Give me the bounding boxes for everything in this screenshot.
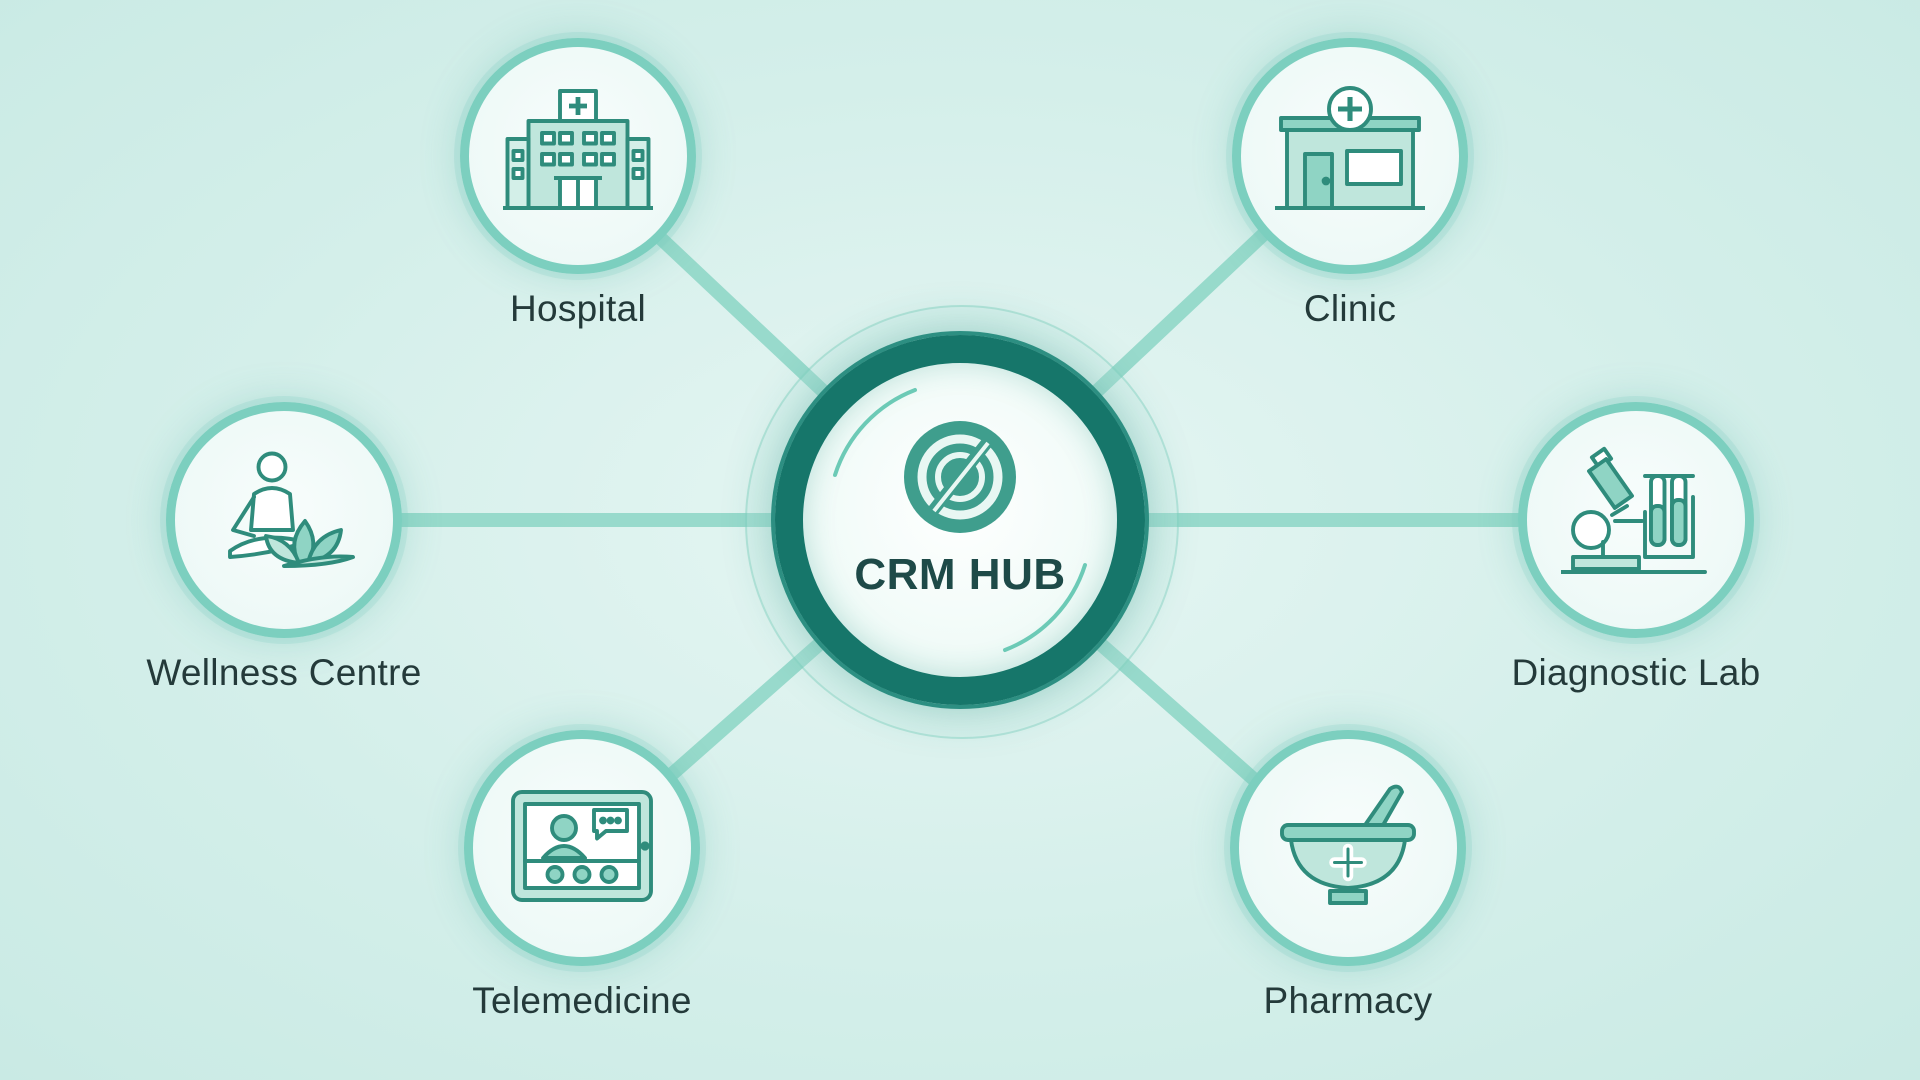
crm-logo-icon xyxy=(904,421,1016,533)
node-diagnostic-lab[interactable] xyxy=(1518,402,1754,638)
node-clinic[interactable] xyxy=(1232,38,1468,274)
hub-inner-arcs xyxy=(833,388,1087,652)
node-pharmacy[interactable] xyxy=(1230,730,1466,966)
hospital-icon xyxy=(503,79,653,234)
node-label-wellness-centre: Wellness Centre xyxy=(146,652,422,693)
wellness-icon xyxy=(209,443,359,598)
node-wellness-centre[interactable] xyxy=(166,402,402,638)
telemedicine-icon xyxy=(507,771,657,926)
node-label-diagnostic-lab: Diagnostic Lab xyxy=(1511,652,1761,693)
hub-title: CRM HUB xyxy=(854,550,1066,599)
node-label-clinic: Clinic xyxy=(1303,288,1397,329)
microscope-icon xyxy=(1559,443,1711,598)
node-hospital[interactable] xyxy=(460,38,696,274)
pharmacy-icon xyxy=(1273,771,1423,926)
clinic-icon xyxy=(1275,79,1425,234)
node-label-pharmacy: Pharmacy xyxy=(1263,980,1433,1021)
node-label-hospital: Hospital xyxy=(509,288,647,329)
node-label-telemedicine: Telemedicine xyxy=(472,980,692,1021)
node-telemedicine[interactable] xyxy=(464,730,700,966)
